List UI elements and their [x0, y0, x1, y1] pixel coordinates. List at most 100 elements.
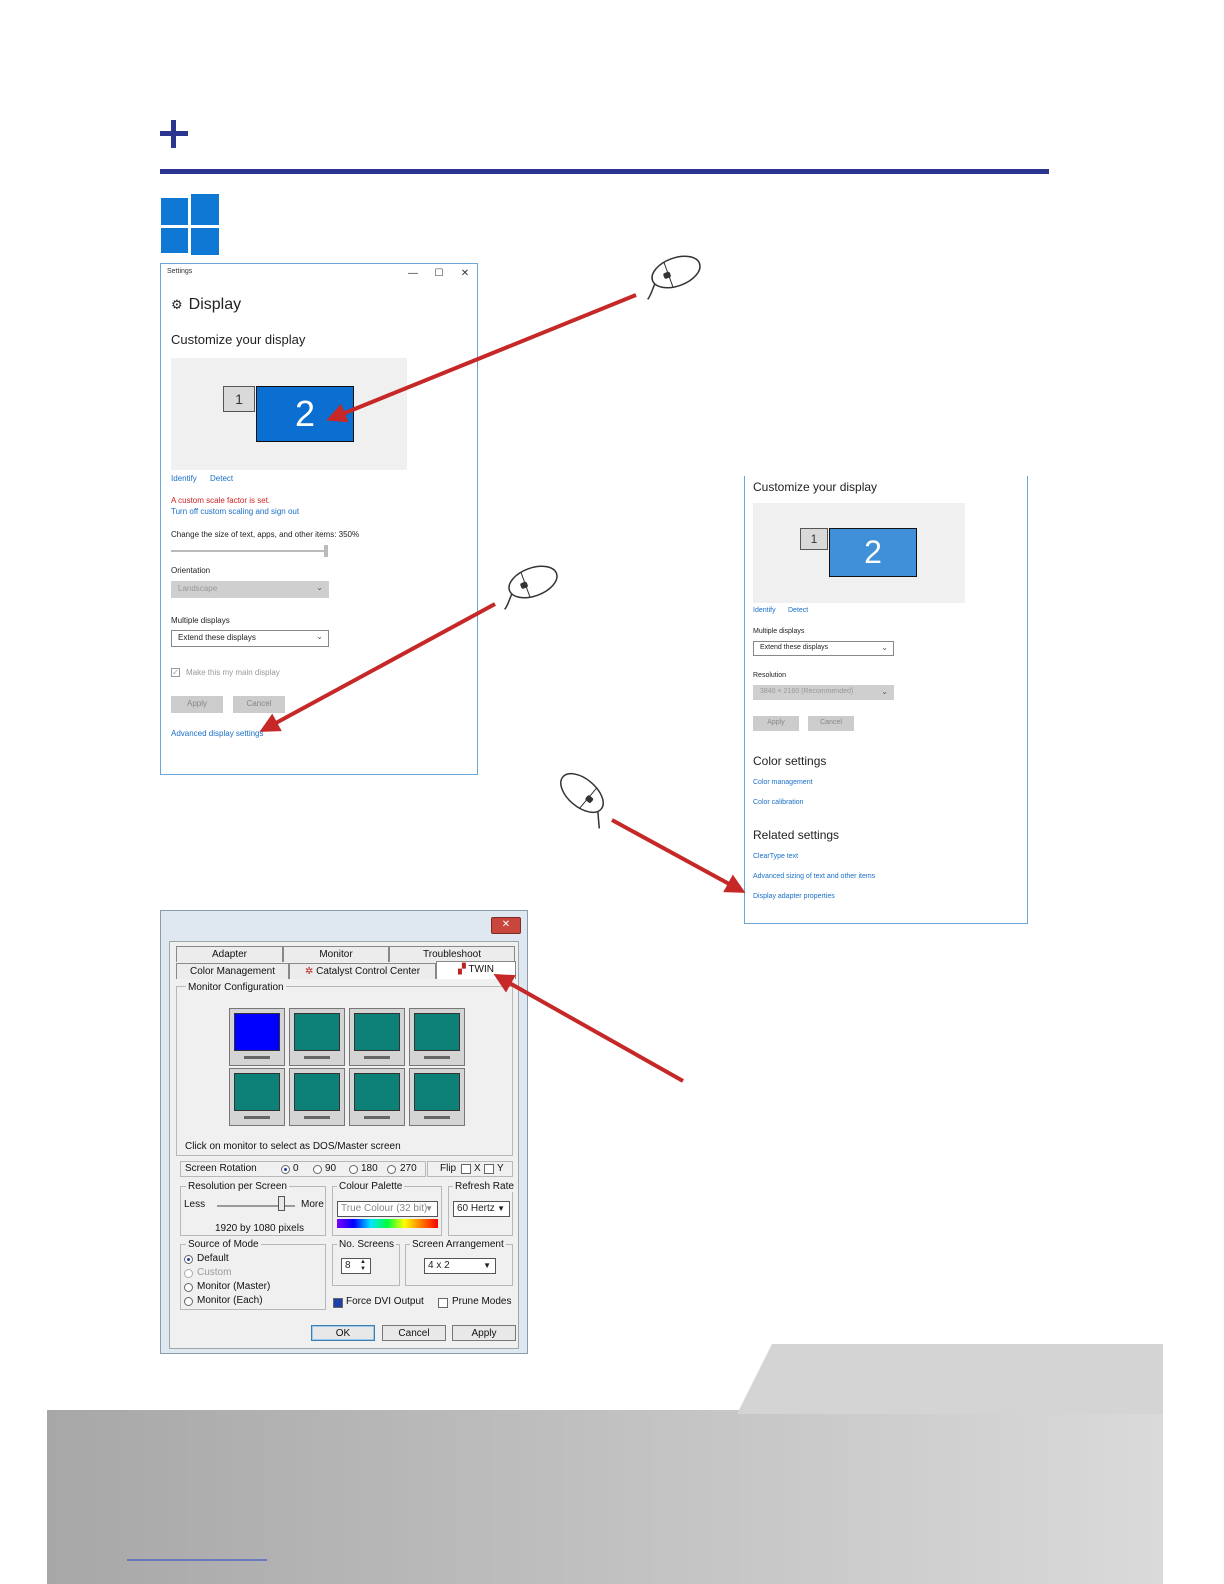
colour-palette-value: True Colour (32 bit)	[341, 1203, 428, 1214]
advanced-monitor-1[interactable]: 1	[800, 528, 828, 550]
scale-slider-thumb[interactable]	[324, 545, 328, 557]
main-display-label: Make this my main display	[186, 668, 280, 677]
resolution-slider[interactable]	[217, 1205, 295, 1207]
refresh-rate-combo[interactable]: 60 Hertz▼	[453, 1201, 510, 1217]
advanced-heading: Customize your display	[753, 480, 878, 494]
monitor-screen	[234, 1013, 280, 1051]
plus-icon	[160, 120, 188, 148]
advanced-multiple-dropdown[interactable]: Extend these displays⌄	[753, 641, 894, 656]
chevron-down-icon: ▼	[483, 1261, 491, 1270]
screen-arrangement-combo[interactable]: 4 x 2▼	[424, 1258, 496, 1274]
advanced-monitor-2[interactable]: 2	[829, 528, 917, 577]
tab-adapter[interactable]: Adapter	[176, 946, 283, 962]
arrow-to-advanced-settings	[259, 602, 496, 732]
mode-monitor-each-label: Monitor (Each)	[197, 1295, 263, 1306]
tab-catalyst-control-center[interactable]: ✲ Catalyst Control Center	[289, 963, 436, 979]
advanced-identify-link[interactable]: Identify	[753, 607, 776, 614]
identify-link[interactable]: Identify	[171, 474, 197, 483]
detect-link[interactable]: Detect	[210, 474, 234, 483]
prune-modes-checkbox[interactable]	[438, 1298, 448, 1308]
advanced-apply-button: Apply	[753, 716, 799, 731]
monitor-1[interactable]: 1	[223, 386, 255, 412]
monitor-base	[244, 1056, 270, 1059]
mode-monitor-each-radio[interactable]	[184, 1297, 193, 1306]
flip-x-checkbox[interactable]	[461, 1164, 471, 1174]
close-button[interactable]: ✕	[460, 268, 470, 279]
resolution-value: 1920 by 1080 pixels	[215, 1223, 304, 1234]
tab-color-management[interactable]: Color Management	[176, 963, 289, 979]
master-screen-hint: Click on monitor to select as DOS/Master…	[185, 1141, 401, 1152]
monitor-base	[364, 1056, 390, 1059]
twin-apply-button[interactable]: Apply	[452, 1325, 516, 1341]
advanced-cancel-button: Cancel	[808, 716, 854, 731]
tab-twin-label: TWIN	[468, 964, 494, 975]
tab-monitor[interactable]: Monitor	[283, 946, 389, 962]
rotation-0-radio[interactable]	[281, 1165, 290, 1174]
window-title: Settings	[167, 268, 193, 275]
apply-button: Apply	[171, 696, 223, 713]
force-dvi-label: Force DVI Output	[346, 1296, 424, 1307]
advanced-sizing-link[interactable]: Advanced sizing of text and other items	[753, 873, 876, 880]
cleartype-link[interactable]: ClearType text	[753, 853, 799, 860]
mouse-icon	[504, 565, 558, 610]
twin-monitor-icon[interactable]	[349, 1068, 405, 1126]
twin-monitor-icon[interactable]	[229, 1068, 285, 1126]
minimize-button[interactable]: —	[408, 268, 418, 279]
cancel-button: Cancel	[233, 696, 285, 713]
close-icon[interactable]: ✕	[491, 917, 521, 934]
multiple-displays-dropdown[interactable]: Extend these displays ⌄	[171, 630, 329, 647]
monitor-screen	[354, 1013, 400, 1051]
windows-logo-icon	[161, 194, 219, 255]
monitor-configuration-group	[176, 986, 513, 1156]
mode-default-radio[interactable]	[184, 1255, 193, 1264]
arrow-to-monitor-2	[326, 293, 637, 423]
rotation-0-label: 0	[293, 1163, 299, 1174]
monitor-screen	[294, 1073, 340, 1111]
refresh-rate-value: 60 Hertz	[457, 1203, 495, 1214]
monitor-screen	[414, 1013, 460, 1051]
advanced-multiple-label: Multiple displays	[753, 628, 805, 635]
multiple-displays-value: Extend these displays	[178, 633, 256, 642]
rotation-270-radio[interactable]	[387, 1165, 396, 1174]
chevron-down-icon: ⌄	[316, 632, 323, 641]
twin-monitor-icon[interactable]	[289, 1008, 345, 1066]
tab-troubleshoot[interactable]: Troubleshoot	[389, 946, 515, 962]
twin-monitor-icon[interactable]	[349, 1008, 405, 1066]
flip-y-checkbox[interactable]	[484, 1164, 494, 1174]
twin-logo-icon: ▞	[457, 964, 469, 975]
twin-cancel-button[interactable]: Cancel	[382, 1325, 446, 1341]
ok-button[interactable]: OK	[311, 1325, 375, 1341]
scale-slider[interactable]	[171, 550, 327, 552]
twin-monitor-icon[interactable]	[409, 1068, 465, 1126]
twin-monitor-icon[interactable]	[409, 1008, 465, 1066]
resolution-title: Resolution per Screen	[186, 1181, 289, 1192]
display-adapter-properties-link[interactable]: Display adapter properties	[753, 893, 835, 900]
footer-band	[47, 1410, 1163, 1584]
flip-y-label: Y	[497, 1163, 504, 1174]
colour-spectrum-bar	[337, 1219, 438, 1228]
screen-arrangement-title: Screen Arrangement	[410, 1239, 506, 1250]
rotation-180-radio[interactable]	[349, 1165, 358, 1174]
prune-modes-label: Prune Modes	[452, 1296, 512, 1307]
no-screens-spinner[interactable]: 8▲▼	[341, 1258, 371, 1274]
color-calibration-link[interactable]: Color calibration	[753, 799, 804, 806]
color-management-link[interactable]: Color management	[753, 779, 813, 786]
mode-monitor-master-radio[interactable]	[184, 1283, 193, 1292]
advanced-detect-link[interactable]: Detect	[788, 607, 809, 614]
catalyst-icon: ✲	[304, 966, 317, 977]
twin-dialog: ✕ Adapter Monitor Troubleshoot Color Man…	[160, 910, 528, 1354]
resolution-slider-thumb[interactable]	[278, 1196, 285, 1211]
twin-monitor-icon[interactable]	[289, 1068, 345, 1126]
twin-monitor-icon[interactable]	[229, 1008, 285, 1066]
mode-default-label: Default	[197, 1253, 229, 1264]
advanced-display-settings-link[interactable]: Advanced display settings	[171, 729, 264, 738]
colour-palette-combo[interactable]: True Colour (32 bit)▼	[337, 1201, 438, 1217]
monitor-configuration-title: Monitor Configuration	[186, 982, 286, 993]
rotation-90-radio[interactable]	[313, 1165, 322, 1174]
page-title-text: Display	[188, 296, 242, 313]
monitor-screen	[414, 1073, 460, 1111]
force-dvi-checkbox[interactable]	[333, 1298, 343, 1308]
turn-off-scaling-link[interactable]: Turn off custom scaling and sign out	[171, 507, 300, 516]
header-rule	[160, 169, 1049, 174]
maximize-button[interactable]: ☐	[434, 268, 444, 279]
